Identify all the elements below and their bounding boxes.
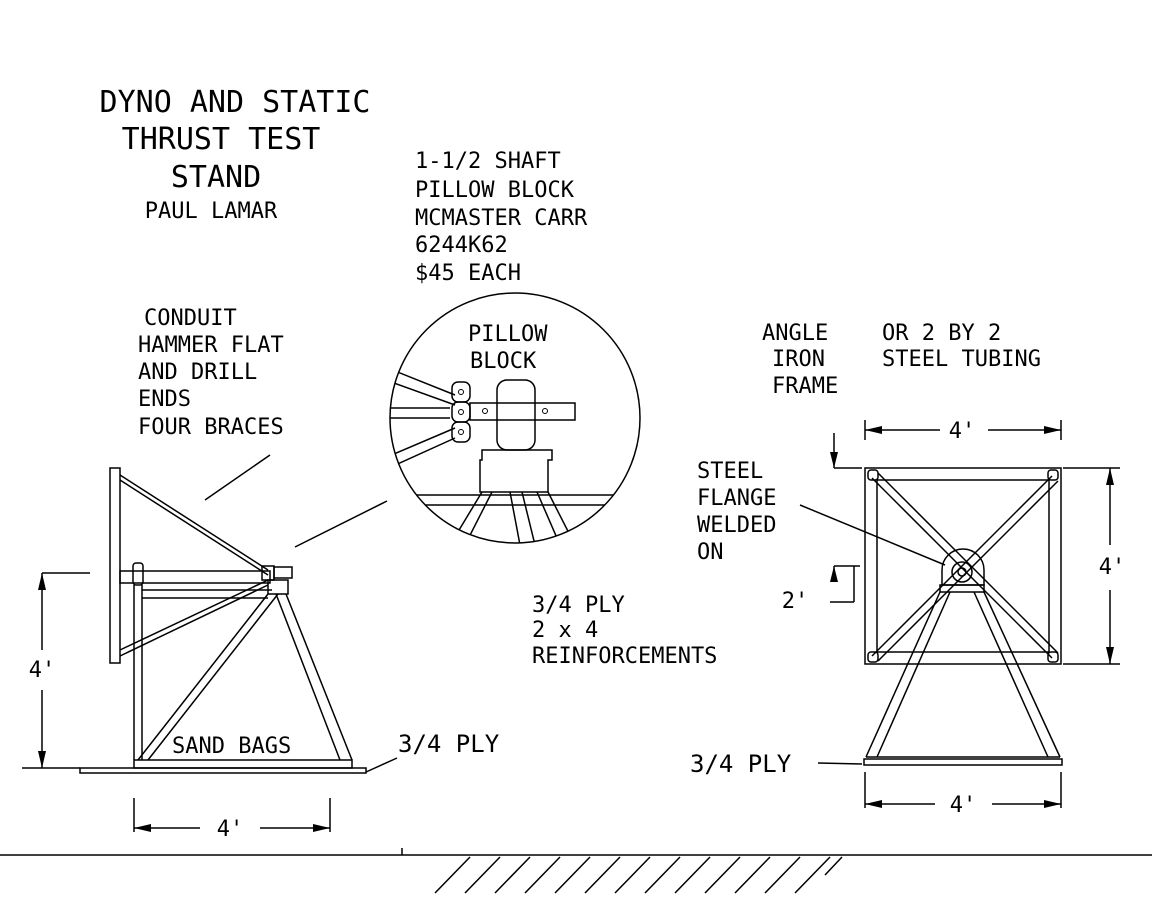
note-line: FOUR BRACES [138,415,284,440]
ply-label-left: 3/4 PLY [398,730,500,758]
ply-reinforcement-note: 3/4 PLY 2 x 4 REINFORCEMENTS [532,593,717,669]
note-line: IRON [772,347,825,372]
ground-hatch [434,856,843,894]
side-height-dim: 4' [29,658,56,683]
detail-label-line: BLOCK [470,349,537,374]
pillow-block-note: 1-1/2 SHAFT PILLOW BLOCK MCMASTER CARR 6… [415,149,588,286]
thrust-plate [109,467,121,664]
conduit-leader-line [204,454,271,501]
side-width-dim: 4' [217,817,244,842]
ply-leader-left [365,757,398,773]
detail-label-line: PILLOW [468,322,548,347]
note-line: ANGLE [762,321,828,346]
note-line: STEEL [697,459,763,484]
sand-bags-label: SAND BAGS [172,734,291,759]
note-line: MCMASTER CARR [415,206,588,231]
front-view: ANGLE IRON FRAME OR 2 BY 2 STEEL TUBING … [690,321,1125,818]
note-line: OR 2 BY 2 [882,321,1001,346]
ply-label-right: 3/4 PLY [690,750,792,778]
title-line-1: DYNO AND STATIC [100,85,371,120]
flange-leader [799,504,946,566]
note-line: FLANGE [697,486,776,511]
side-arm [119,570,271,584]
note-line: FRAME [772,374,838,399]
note-line: 6244K62 [415,233,508,258]
conduit-note: CONDUIT HAMMER FLAT AND DRILL ENDS FOUR … [138,306,284,440]
plywood-base-front [863,758,1063,766]
note-line: 1-1/2 SHAFT [415,149,561,174]
plywood-base [79,767,367,774]
note-line: CONDUIT [144,306,237,331]
square-frame-inner [876,479,1050,653]
detail-leader-line [294,500,388,548]
square-frame-outer [864,467,1062,665]
title-line-3: STAND [171,160,261,195]
note-line: REINFORCEMENTS [532,644,717,669]
note-line: 2 x 4 [532,618,598,643]
note-line: ON [697,540,724,565]
note-line: ENDS [138,387,191,412]
note-line: HAMMER FLAT [138,333,284,358]
note-line: 3/4 PLY [532,593,625,618]
pillow-block-detail: PILLOW BLOCK [389,292,641,544]
ply-leader-right [817,762,863,765]
note-line: $45 EACH [415,261,521,286]
note-line: STEEL TUBING [882,347,1041,372]
note-line: AND DRILL [138,360,257,385]
title-block: DYNO AND STATIC THRUST TEST STAND PAUL L… [100,85,371,224]
title-line-2: THRUST TEST [122,122,321,157]
front-top-dim: 4' [949,419,976,444]
front-bottom-dim: 4' [950,793,977,818]
side-view: SAND BAGS 3/4 PLY 4' 4' [22,467,500,842]
ground-line [0,848,1152,894]
steel-flange [941,548,985,586]
detail-contents [390,364,640,543]
front-right-dim: 4' [1099,555,1126,580]
author-name: PAUL LAMAR [145,199,278,224]
note-line: WELDED [697,513,776,538]
note-line: PILLOW BLOCK [415,178,575,203]
offset-dim: 2' [782,589,809,614]
